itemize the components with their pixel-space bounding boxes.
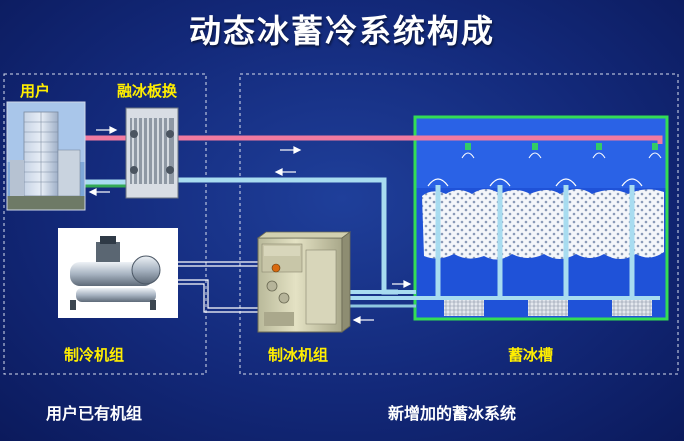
ice-slurry bbox=[422, 189, 664, 260]
diagram-title: 动态冰蓄冷系统构成 bbox=[188, 12, 495, 50]
hot-pipe bbox=[84, 135, 663, 144]
tank-grid-2 bbox=[528, 300, 568, 316]
tank-grid-3 bbox=[612, 300, 652, 316]
label-chiller: 制冷机组 bbox=[64, 346, 125, 364]
label-ice-maker: 制冰机组 bbox=[268, 346, 329, 364]
label-new-storage-system: 新增加的蓄冰系统 bbox=[388, 404, 517, 423]
label-melt-plate-exchanger: 融冰板换 bbox=[117, 82, 178, 100]
existing-units-boundary bbox=[3, 73, 207, 375]
ice-tank-frame bbox=[413, 115, 669, 321]
label-user: 用户 bbox=[20, 82, 51, 100]
tank-grid-1 bbox=[444, 300, 484, 316]
plate-heat-exchanger bbox=[125, 107, 179, 199]
new-system-boundary bbox=[239, 73, 679, 375]
ice-maker-cabinet bbox=[256, 231, 352, 333]
label-ice-tank: 蓄冰槽 bbox=[508, 346, 554, 364]
label-existing-units: 用户已有机组 bbox=[46, 404, 143, 423]
chiller-photo bbox=[58, 228, 178, 318]
tank-bottom-pipe bbox=[342, 290, 660, 300]
building-photo bbox=[6, 101, 86, 211]
